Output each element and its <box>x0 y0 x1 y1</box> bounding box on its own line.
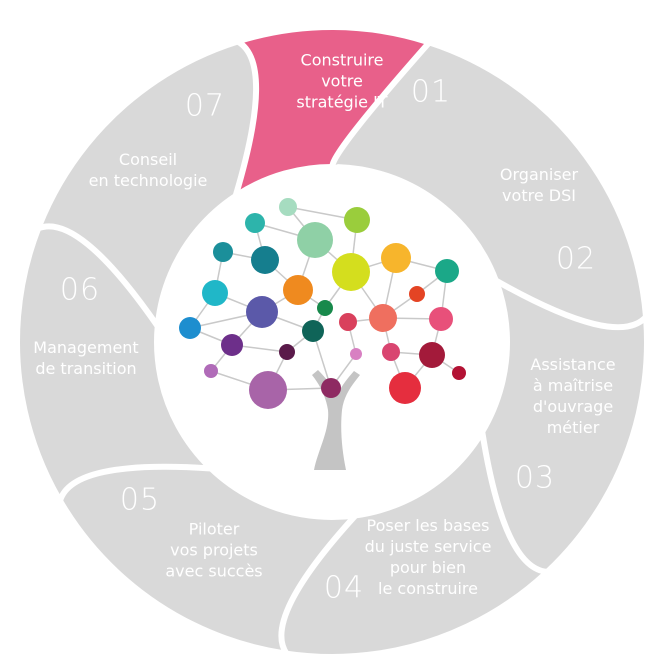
segment-07-line-1: Conseil <box>118 150 178 169</box>
tree-node <box>381 243 411 273</box>
tree-node <box>321 378 341 398</box>
tree-node <box>344 207 370 233</box>
segment-01-line-2: votre <box>321 71 363 91</box>
segment-04-line-3: pour bien <box>389 558 467 577</box>
segment-02-line-1: Organiser <box>499 165 579 184</box>
tree-node <box>179 317 201 339</box>
segment-04-line-2: du juste service <box>364 537 492 556</box>
segment-number-01: 01 <box>410 74 452 110</box>
tree-node <box>435 259 459 283</box>
segment-03-line-2: à maîtrise <box>532 376 614 395</box>
tree-node <box>382 343 400 361</box>
segment-01-shape[interactable] <box>329 39 649 331</box>
segment-04-line-4: le construire <box>378 579 478 598</box>
tree-node <box>339 313 357 331</box>
segment-05-line-2: vos projets <box>170 540 258 560</box>
tree-node <box>429 307 453 331</box>
segment-01[interactable] <box>329 39 649 331</box>
segment-label-01[interactable]: Construire votre stratégie IT <box>296 50 387 113</box>
segment-07-line-2: en technologie <box>88 171 208 190</box>
segment-03-line-3: d'ouvrage <box>532 397 614 416</box>
tree-node <box>317 300 333 316</box>
segment-label-03[interactable]: Assistance à maîtrise d'ouvrage métier <box>530 354 615 438</box>
tree-node <box>369 304 397 332</box>
tree-node <box>245 213 265 233</box>
tree-node <box>332 253 370 291</box>
tree-node <box>297 222 333 258</box>
tree-node <box>204 364 218 378</box>
tree-node <box>409 286 425 302</box>
tree-node <box>350 348 362 360</box>
segment-05-line-1: Piloter <box>188 519 240 539</box>
segment-06-line-1: Management <box>33 338 139 357</box>
segment-04-line-1: Poser les bases <box>366 516 490 535</box>
tree-node <box>419 342 445 368</box>
tree-node <box>213 242 233 262</box>
segment-03-line-1: Assistance <box>530 355 616 374</box>
segment-01-line-3: stratégie IT <box>296 92 388 112</box>
segment-02-line-2: votre DSI <box>502 186 576 205</box>
tree-node <box>221 334 243 356</box>
segment-label-07[interactable]: Conseil en technologie <box>89 149 208 191</box>
segment-01-line-1: Construire <box>300 50 384 70</box>
segment-label-05[interactable]: Piloter vos projets avec succès <box>165 519 262 582</box>
tree-node <box>302 320 324 342</box>
segment-06-line-2: de transition <box>35 359 137 378</box>
tree-node <box>389 372 421 404</box>
segment-number-07: 07 <box>184 88 226 124</box>
tree-node <box>279 344 295 360</box>
tree-node <box>249 371 287 409</box>
segment-label-02[interactable]: Organiser votre DSI <box>500 164 578 206</box>
tree-node <box>202 280 228 306</box>
tree-node <box>251 246 279 274</box>
tree-node <box>452 366 466 380</box>
segment-number-04: 04 <box>323 570 365 606</box>
tree-node <box>279 198 297 216</box>
segment-number-06: 06 <box>59 272 101 308</box>
tree-node <box>246 296 278 328</box>
segment-number-02: 02 <box>555 241 597 277</box>
segment-number-03: 03 <box>514 460 556 496</box>
segment-03-line-4: métier <box>546 418 600 437</box>
segment-05-line-3: avec succès <box>165 561 263 581</box>
segment-number-05: 05 <box>119 482 161 518</box>
tree-node <box>283 275 313 305</box>
segment-label-06[interactable]: Management de transition <box>33 337 138 379</box>
segment-label-04[interactable]: Poser les bases du juste service pour bi… <box>365 515 492 599</box>
